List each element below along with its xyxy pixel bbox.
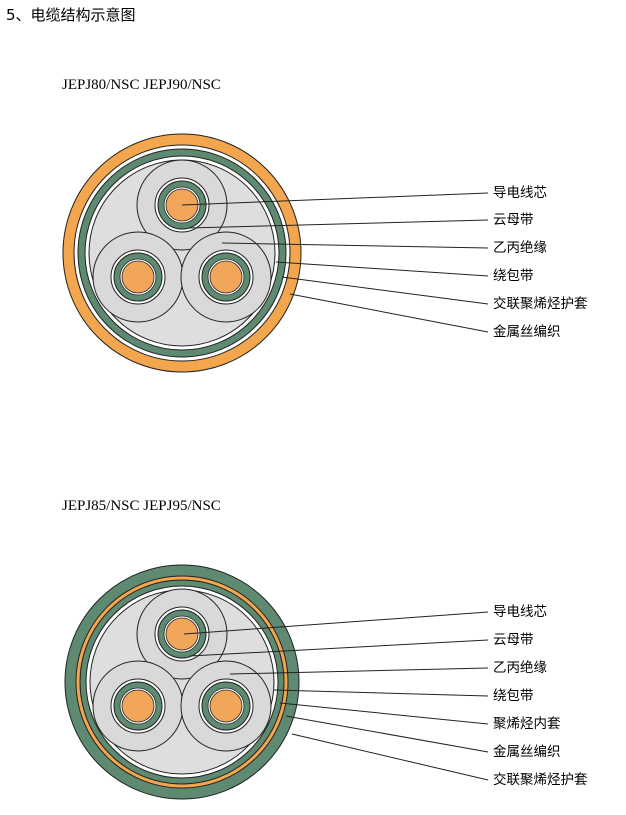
label-2-epr-insulation: 乙丙绝缘 <box>493 660 547 676</box>
label-1-epr-insulation: 乙丙绝缘 <box>493 240 547 256</box>
label-1-wire-braid: 金属丝编织 <box>493 324 561 340</box>
label-1-xlpo-sheath: 交联聚烯烃护套 <box>493 296 588 312</box>
label-1-mica-tape: 云母带 <box>493 212 534 228</box>
core-left <box>92 231 184 323</box>
model-title-2: JEPJ85/NSC JEPJ95/NSC <box>62 498 221 514</box>
model-title-1: JEPJ80/NSC JEPJ90/NSC <box>62 77 221 93</box>
label-2-wire-braid: 金属丝编织 <box>493 744 561 760</box>
core-right <box>180 231 272 323</box>
label-2-conductor: 导电线芯 <box>493 604 547 620</box>
core-left <box>92 660 184 752</box>
cable-1-layers <box>62 133 302 373</box>
cable-2-layers <box>64 564 300 800</box>
core-right <box>180 660 272 752</box>
leader-lines-1 <box>181 192 489 333</box>
label-2-polyolefin-inner-sheath: 聚烯烃内套 <box>493 716 561 732</box>
label-2-mica-tape: 云母带 <box>493 632 534 648</box>
cable-cross-section-1 <box>62 133 489 373</box>
label-1-wrap-tape: 绕包带 <box>493 268 534 284</box>
label-1-conductor: 导电线芯 <box>493 185 547 201</box>
label-2-xlpo-sheath: 交联聚烯烃护套 <box>493 772 588 788</box>
cable-cross-section-2 <box>64 564 489 800</box>
page-heading: 5、电缆结构示意图 <box>6 6 136 24</box>
core-top <box>136 588 228 680</box>
leader-lines-2 <box>183 611 489 781</box>
label-2-wrap-tape: 绕包带 <box>493 688 534 704</box>
